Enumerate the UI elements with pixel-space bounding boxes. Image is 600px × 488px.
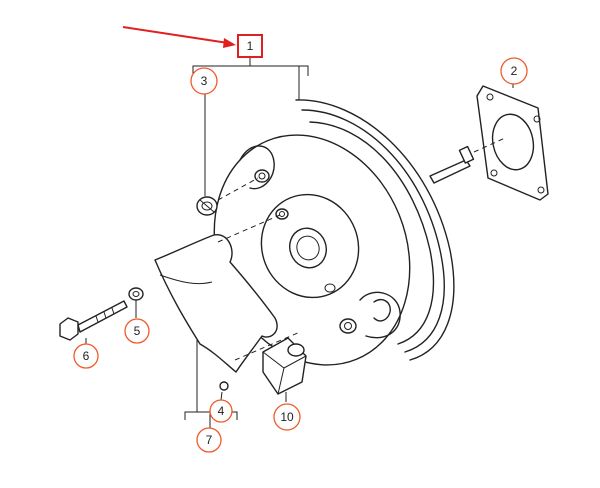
callout-5-label: 5 xyxy=(134,324,141,338)
callout-10-label: 10 xyxy=(280,410,294,424)
callout-10: 10 xyxy=(273,403,301,431)
bolt-6 xyxy=(59,300,128,346)
sensor-10 xyxy=(262,337,307,402)
callout-2: 2 xyxy=(500,57,528,85)
callout-3-label: 3 xyxy=(201,74,208,88)
callout-6-label: 6 xyxy=(83,349,90,363)
callout-1: 1 xyxy=(237,34,263,58)
callout-3: 3 xyxy=(190,67,218,95)
callout-5: 5 xyxy=(124,318,150,344)
callout-6: 6 xyxy=(73,343,99,369)
callout-1-label: 1 xyxy=(247,39,254,53)
callout-4: 4 xyxy=(209,399,233,423)
callout-7: 7 xyxy=(196,427,222,453)
push-rod xyxy=(429,137,506,184)
heat-shield xyxy=(154,214,301,373)
washer-5 xyxy=(128,287,144,318)
nut-3 xyxy=(196,93,259,216)
callout-4-label: 4 xyxy=(218,404,225,418)
gasket-plate xyxy=(476,77,549,201)
highlight-arrow xyxy=(122,26,236,48)
nut-4 xyxy=(219,381,229,401)
callout-2-label: 2 xyxy=(511,64,518,78)
callout-7-label: 7 xyxy=(206,433,213,447)
